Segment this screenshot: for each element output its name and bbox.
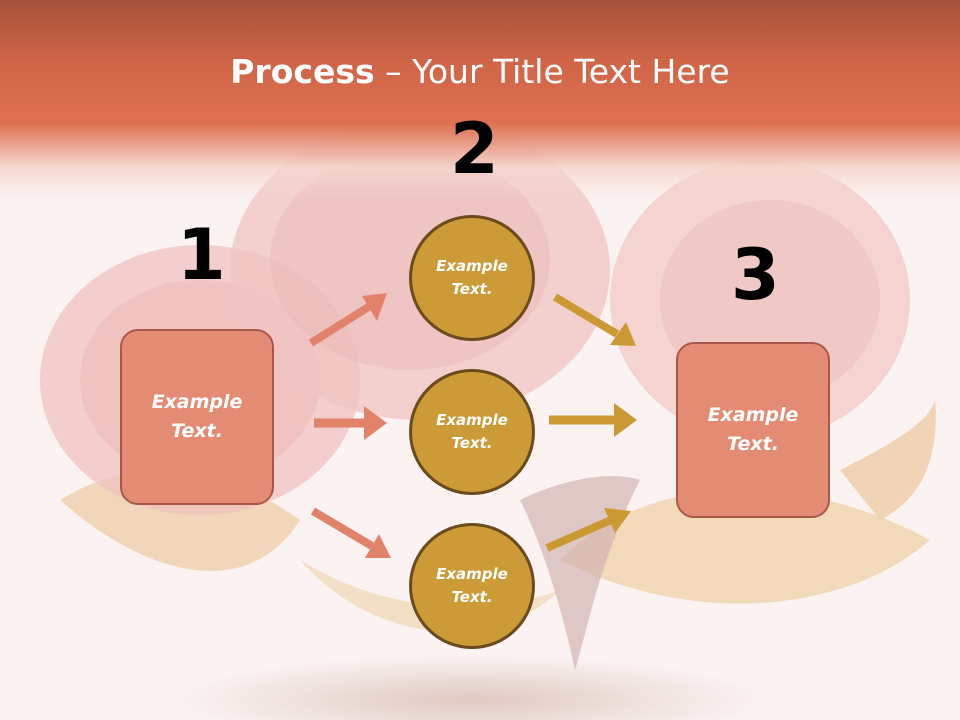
arrow-top-to-right (552, 293, 636, 346)
step-number-1: 1 (177, 214, 226, 296)
right-box[interactable]: Example Text. (676, 342, 830, 518)
page-title: Process – Your Title Text Here (0, 52, 960, 91)
circle-bottom[interactable]: Example Text. (409, 523, 535, 649)
left-box-text: Example Text. (151, 391, 243, 442)
right-box-text: Example Text. (707, 404, 799, 455)
circle-bottom-text: Example Text. (436, 565, 508, 606)
step-number-2: 2 (450, 108, 499, 190)
arrow-left-to-top (308, 293, 387, 347)
circle-top-text: Example Text. (436, 257, 508, 298)
arrow-left-to-middle (314, 406, 387, 440)
arrow-bottom-to-right (545, 508, 631, 552)
arrow-left-to-bottom (310, 507, 391, 558)
circle-top[interactable]: Example Text. (409, 215, 535, 341)
title-bold: Process (230, 52, 375, 91)
step-number-3: 3 (731, 234, 780, 316)
circle-middle[interactable]: Example Text. (409, 369, 535, 495)
left-box[interactable]: Example Text. (120, 329, 274, 505)
arrow-middle-to-right (549, 403, 637, 437)
header-band (0, 0, 960, 200)
title-rest: – Your Title Text Here (374, 52, 730, 91)
circle-middle-text: Example Text. (436, 411, 508, 452)
